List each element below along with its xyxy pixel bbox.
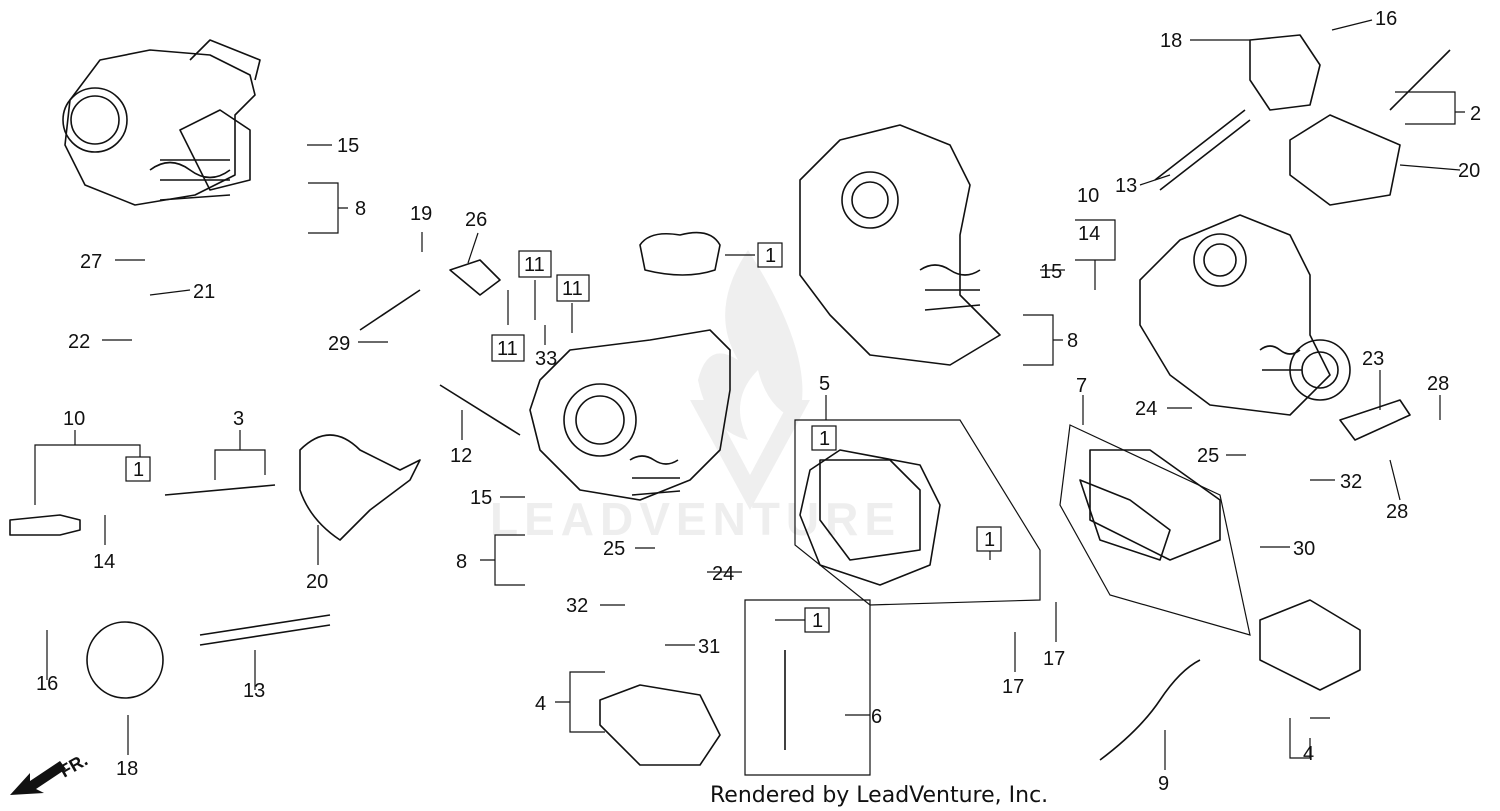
callout-3: 3 [233,408,244,430]
render-credit: Rendered by LeadVenture, Inc. [710,783,1048,808]
callout-17: 17 [1043,648,1065,670]
callout-30: 30 [1293,538,1315,560]
callout-11: 11 [497,338,518,360]
callout-box-1 [757,242,783,268]
callout-1: 1 [133,459,144,481]
callout-13: 13 [1115,175,1137,197]
callout-33: 33 [535,348,557,370]
callout-31: 31 [698,636,720,658]
callout-10: 10 [63,408,85,430]
callout-25: 25 [1197,445,1219,467]
front-direction-arrow: FR. [10,750,91,795]
carburetor-body-right-illustration [1139,214,1351,416]
top-cover-left-illustration [86,621,164,699]
spring-left-illustration [199,614,331,646]
hose-29-illustration [359,289,421,331]
needle-valve-group-box [744,599,871,776]
callout-8: 8 [355,198,366,220]
callout-7: 7 [1076,375,1087,397]
watermark-text: LEADVENTURE [490,493,901,545]
accelerator-pump-illustration [1059,424,1251,636]
callout-15: 15 [337,135,359,157]
callout-11: 11 [562,278,583,300]
carburetor-body-center-illustration [529,329,731,501]
callout-32: 32 [1340,471,1362,493]
callout-11: 11 [524,254,545,276]
needle-right-illustration [1389,49,1451,111]
callout-box-1 [125,456,151,482]
callout-16: 16 [1375,8,1397,30]
callout-1: 1 [819,428,830,450]
callout-18: 18 [1160,30,1182,52]
callout-19: 19 [410,203,432,225]
float-chamber-illustration [794,419,1041,606]
callout-24: 24 [712,563,734,585]
spring-right-illustration [1154,109,1251,191]
callout-17: 17 [1002,676,1024,698]
callout-14: 14 [1078,223,1100,245]
callout-32: 32 [566,595,588,617]
callout-9: 9 [1158,773,1169,795]
choke-4-right-illustration [1259,599,1361,691]
callout-box-1 [811,425,837,451]
callout-22: 22 [68,331,90,353]
callout-8: 8 [1067,330,1078,352]
callout-6: 6 [871,706,882,728]
callout-21: 21 [193,281,215,303]
callout-box-11 [518,250,552,278]
callout-2: 2 [1470,103,1481,125]
jet-needle-left-illustration [9,514,81,536]
top-cover-right-illustration [1249,34,1321,111]
callout-box-11 [491,334,525,362]
callout-1: 1 [812,610,823,632]
callout-20: 20 [306,571,328,593]
callout-1: 1 [984,529,995,551]
callout-15: 15 [1040,261,1062,283]
callout-5: 5 [819,373,830,395]
carburetor-assembly-illustration [62,39,261,206]
callout-20: 20 [1458,160,1480,182]
callout-8: 8 [456,551,467,573]
callout-29: 29 [328,333,350,355]
bracket-23-illustration [1339,399,1411,441]
callout-27: 27 [80,251,102,273]
callout-box-11 [556,274,590,302]
leader-lines [34,19,1465,770]
watermark-logo: LEADVENTURE [490,250,901,545]
callout-box-1 [804,607,830,633]
gasket-top-illustration [639,231,721,276]
callout-12: 12 [450,445,472,467]
callout-18: 18 [116,758,138,780]
callout-1: 1 [765,245,776,267]
callout-25: 25 [603,538,625,560]
diaphragm-right-illustration [1289,114,1401,206]
cable-9-illustration [1099,659,1201,761]
valve-26-illustration [449,259,501,296]
choke-4-illustration [599,684,721,766]
callout-26: 26 [465,209,487,231]
callout-4: 4 [535,693,546,715]
callout-13: 13 [243,680,265,702]
callout-28: 28 [1427,373,1449,395]
callout-14: 14 [93,551,115,573]
callout-24: 24 [1135,398,1157,420]
callout-28: 28 [1386,501,1408,523]
screw-12-illustration [439,384,521,436]
carburetor-body-illustration [799,124,1001,366]
callout-labels: 16 18 2 20 13 10 14 15 8 1 15 8 19 26 11… [36,8,1481,795]
needle-3-illustration [164,484,276,496]
callout-4: 4 [1303,743,1314,765]
callout-10: 10 [1077,185,1099,207]
callout-16: 16 [36,673,58,695]
direction-label: FR. [56,750,91,782]
diaphragm-left-illustration [299,434,421,541]
callout-23: 23 [1362,348,1384,370]
callout-box-1 [976,526,1002,552]
callout-15: 15 [470,487,492,509]
